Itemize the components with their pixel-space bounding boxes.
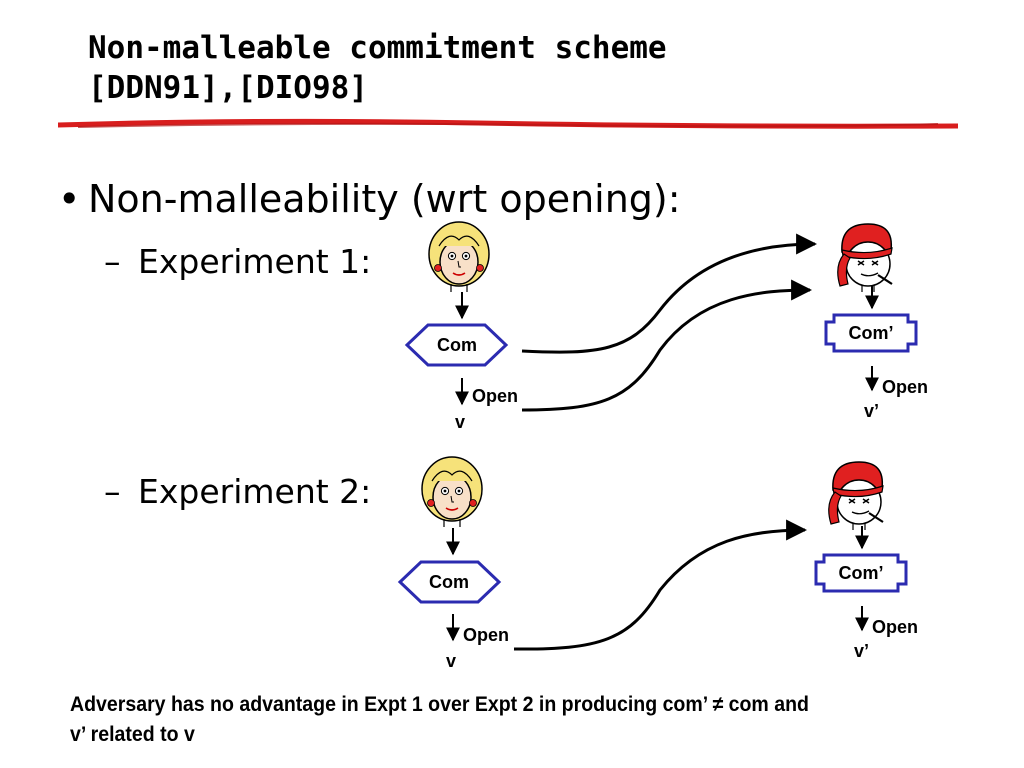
com-box-label: Com bbox=[429, 572, 469, 592]
com-box bbox=[404, 323, 509, 367]
open-label: Open bbox=[463, 625, 509, 645]
com-prime-box bbox=[824, 313, 918, 353]
title-underline bbox=[58, 118, 958, 129]
experiment-2-text: Experiment 2: bbox=[138, 472, 372, 511]
value-label: v’ bbox=[864, 401, 879, 421]
open-label: Open bbox=[472, 386, 518, 406]
conclusion-text: Adversary has no advantage in Expt 1 ove… bbox=[70, 690, 907, 750]
slide-title: Non-malleable commitment scheme [DDN91],… bbox=[88, 28, 667, 108]
flow-curve-open bbox=[521, 279, 813, 412]
com-box bbox=[397, 560, 502, 604]
flow-curve-commit bbox=[521, 233, 818, 354]
bullet-dot: • bbox=[58, 177, 81, 221]
com-prime-box-label: Com’ bbox=[839, 563, 884, 583]
open-label: Open bbox=[882, 377, 928, 397]
honest-committer-avatar bbox=[428, 221, 490, 293]
value-label: v bbox=[446, 651, 456, 671]
experiment-1-label: –Experiment 1: bbox=[104, 240, 371, 284]
value-label: v bbox=[455, 412, 465, 432]
bullet-text: Non-malleability (wrt opening): bbox=[88, 177, 681, 221]
com-box-label: Com bbox=[437, 335, 477, 355]
slide-title-line2: [DDN91],[DIO98] bbox=[88, 70, 368, 106]
honest-committer-avatar bbox=[421, 456, 483, 528]
experiment-2-diagram: Com Open v Com’ Open v’ bbox=[397, 456, 918, 671]
conclusion-line1: Adversary has no advantage in Expt 1 ove… bbox=[70, 693, 809, 716]
dash: – bbox=[104, 242, 121, 281]
bullet-non-malleability: •Non-malleability (wrt opening): bbox=[58, 174, 681, 224]
conclusion-line2: v’ related to v bbox=[70, 723, 195, 746]
experiment-1-text: Experiment 1: bbox=[138, 242, 372, 281]
dash: – bbox=[104, 472, 121, 511]
value-label: v’ bbox=[854, 641, 869, 661]
com-prime-box bbox=[814, 553, 908, 593]
adversary-avatar bbox=[836, 222, 894, 294]
open-label: Open bbox=[872, 617, 918, 637]
experiment-2-label: –Experiment 2: bbox=[104, 470, 371, 514]
flow-curve-open bbox=[513, 519, 808, 651]
slide-title-line1: Non-malleable commitment scheme bbox=[88, 30, 667, 66]
experiment-1-diagram: Com Open v Com’ Open v’ bbox=[404, 221, 928, 432]
com-prime-box-label: Com’ bbox=[849, 323, 894, 343]
adversary-avatar bbox=[827, 460, 885, 532]
